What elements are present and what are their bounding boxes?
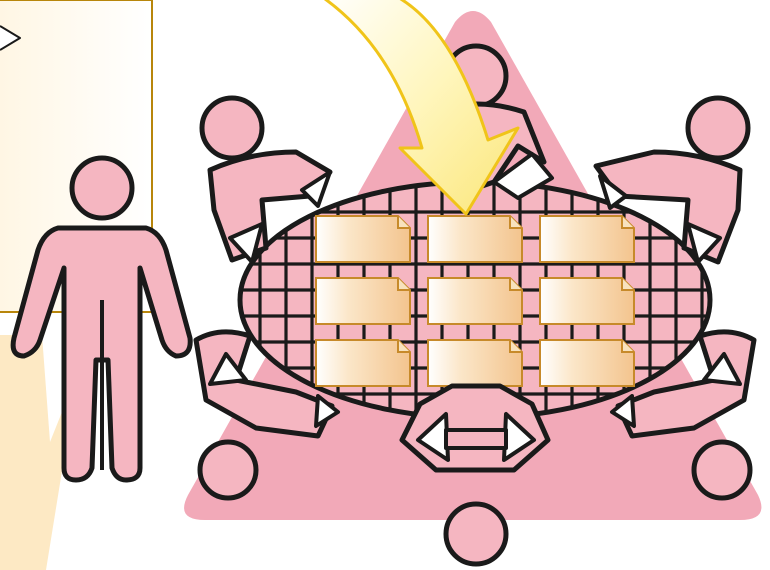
document-icon bbox=[428, 340, 522, 386]
document-icon bbox=[540, 216, 634, 262]
document-icon bbox=[428, 216, 522, 262]
document-icon bbox=[316, 278, 410, 324]
document-icon bbox=[428, 278, 522, 324]
document-icon bbox=[540, 340, 634, 386]
document-icon bbox=[316, 216, 410, 262]
document-icon bbox=[540, 278, 634, 324]
document-icon bbox=[316, 340, 410, 386]
documents bbox=[316, 216, 634, 386]
